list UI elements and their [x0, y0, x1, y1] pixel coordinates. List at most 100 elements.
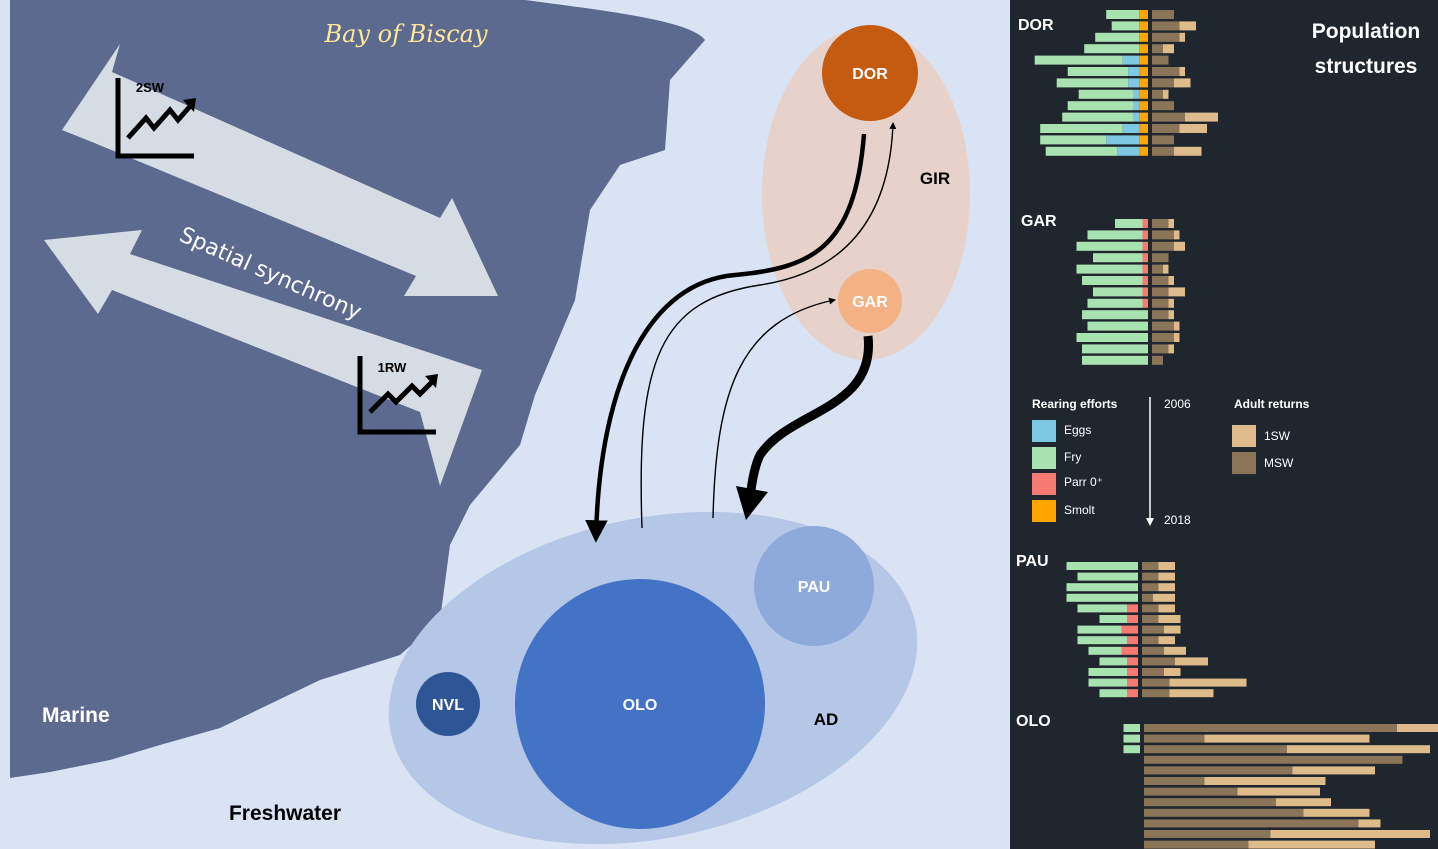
bar-olo-2016-1sw	[1270, 830, 1430, 838]
legend-label-fry: Fry	[1064, 450, 1081, 464]
population-node-dor[interactable]	[822, 25, 918, 121]
bar-pau-2018-msw	[1142, 689, 1170, 698]
bar-pau-2013-1sw	[1158, 636, 1175, 645]
bar-pau-2007-msw	[1142, 572, 1159, 581]
bar-pau-2007-fry	[1077, 572, 1138, 581]
bar-pau-2011-msw	[1142, 615, 1159, 623]
bar-olo-2017-msw	[1144, 840, 1249, 849]
legend-label-eggs: Eggs	[1064, 423, 1091, 437]
bar-dor-2018-smolt	[1139, 146, 1148, 156]
bar-dor-2013-msw	[1152, 89, 1163, 99]
bar-pau-2010-msw	[1142, 604, 1159, 613]
bar-dor-2006-msw	[1152, 10, 1174, 19]
flow-ad-to-gar	[712, 297, 837, 519]
bar-dor-2011-1sw	[1179, 67, 1185, 76]
bar-gar-2010-parr0	[1142, 264, 1148, 274]
bar-dor-2016-eggs	[1122, 124, 1140, 133]
bar-pau-2009-fry	[1066, 593, 1138, 602]
population-node-nvl[interactable]	[416, 672, 480, 736]
trend-label-2sw: 2SW	[136, 80, 165, 95]
bar-gar-2012-parr0	[1142, 287, 1148, 297]
bar-olo-2015-msw	[1144, 819, 1359, 828]
time-axis-arrowhead	[1146, 518, 1154, 526]
bar-pau-2015-msw	[1142, 657, 1175, 666]
bar-gar-2008-1sw	[1174, 241, 1185, 251]
bar-pau-2006-fry	[1066, 562, 1138, 570]
legend-swatch-parr	[1032, 473, 1056, 495]
bar-dor-2011-eggs	[1128, 67, 1140, 76]
bar-gar-2013-parr0	[1142, 298, 1148, 308]
population-structures-chart: Population structures DOR GAR PAU OLO Re…	[1016, 10, 1438, 849]
bar-gar-2009-fry	[1093, 253, 1143, 263]
panel-title-line1: Population	[1312, 20, 1421, 43]
bar-gar-2014-msw	[1152, 310, 1169, 320]
legend-swatch-msw	[1232, 452, 1256, 474]
bar-dor-2014-smolt	[1139, 101, 1148, 111]
bar-olo-2009-msw	[1144, 755, 1403, 764]
bar-pau-2016-msw	[1142, 668, 1164, 676]
bar-dor-2011-fry	[1067, 67, 1129, 76]
bar-olo-2014-1sw	[1303, 808, 1370, 817]
population-structures-panel: Population structures DOR GAR PAU OLO Re…	[1010, 0, 1438, 849]
freshwater-label: Freshwater	[229, 802, 341, 825]
population-node-pau[interactable]	[754, 526, 874, 646]
bar-pau-2013-parr0	[1127, 636, 1138, 645]
bar-gar-2017-msw	[1152, 344, 1169, 354]
bar-dor-2008-1sw	[1179, 32, 1185, 42]
bar-gar-2015-msw	[1152, 321, 1174, 331]
bar-dor-2018-fry	[1045, 146, 1118, 156]
bar-dor-2007-msw	[1152, 21, 1180, 31]
synchrony-arrow-shaft-upper	[62, 44, 498, 296]
bar-pau-2017-1sw	[1169, 678, 1247, 687]
bar-gar-2008-parr0	[1142, 241, 1148, 251]
bar-gar-2010-msw	[1152, 264, 1163, 274]
bar-dor-2011-msw	[1152, 67, 1180, 76]
bar-dor-2007-smolt	[1139, 21, 1148, 31]
bar-gar-2009-parr0	[1142, 253, 1148, 263]
ad-zone-label: AD	[814, 710, 839, 729]
bar-gar-2007-parr0	[1142, 230, 1148, 240]
bar-gar-2016-fry	[1076, 333, 1148, 342]
bar-dor-2015-msw	[1152, 112, 1185, 122]
time-axis-start: 2006	[1164, 397, 1191, 411]
bar-gar-2013-1sw	[1168, 298, 1174, 308]
population-label-dor: DOR	[852, 66, 888, 83]
bar-pau-2017-parr0	[1127, 678, 1138, 687]
bar-gar-2016-1sw	[1174, 333, 1180, 342]
legend-swatch-eggs	[1032, 420, 1056, 442]
bar-dor-2016-1sw	[1179, 124, 1207, 133]
bar-pau-2010-1sw	[1158, 604, 1175, 613]
panel-label-olo: OLO	[1016, 713, 1051, 730]
legend-label-msw: MSW	[1264, 456, 1294, 470]
bar-gar-2006-parr0	[1142, 219, 1148, 228]
trend-label-1rw: 1RW	[378, 360, 407, 375]
bar-gar-2011-parr0	[1142, 276, 1148, 285]
bar-gar-2010-1sw	[1163, 264, 1169, 274]
bar-pau-2016-1sw	[1164, 668, 1181, 676]
bar-dor-2018-msw	[1152, 146, 1174, 156]
bar-dor-2008-smolt	[1139, 32, 1148, 42]
bar-dor-2012-fry	[1056, 78, 1129, 88]
bar-olo-2011-1sw	[1204, 777, 1326, 785]
bar-pau-2014-1sw	[1164, 646, 1186, 655]
bar-olo-2008-fry	[1123, 745, 1140, 754]
population-node-olo[interactable]	[515, 579, 765, 829]
bar-gar-2006-msw	[1152, 219, 1169, 228]
bar-gar-2009-msw	[1152, 253, 1169, 263]
bar-dor-2006-fry	[1106, 10, 1140, 19]
population-node-gar[interactable]	[838, 269, 902, 333]
bar-olo-2017-1sw	[1248, 840, 1375, 849]
bar-dor-2010-fry	[1034, 55, 1123, 65]
bar-dor-2013-smolt	[1139, 89, 1148, 99]
bar-pau-2018-parr0	[1127, 689, 1138, 698]
bar-dor-2009-msw	[1152, 44, 1163, 54]
bar-pau-2011-parr0	[1127, 615, 1138, 623]
returns-legend-title: Adult returns	[1234, 397, 1310, 411]
legend-swatch-1sw	[1232, 425, 1256, 447]
bar-pau-2010-parr0	[1127, 604, 1138, 613]
rearing-legend-title: Rearing efforts	[1032, 397, 1118, 411]
panel-label-gar: GAR	[1021, 213, 1057, 230]
bar-dor-2008-msw	[1152, 32, 1180, 42]
bar-gar-2015-1sw	[1174, 321, 1180, 331]
